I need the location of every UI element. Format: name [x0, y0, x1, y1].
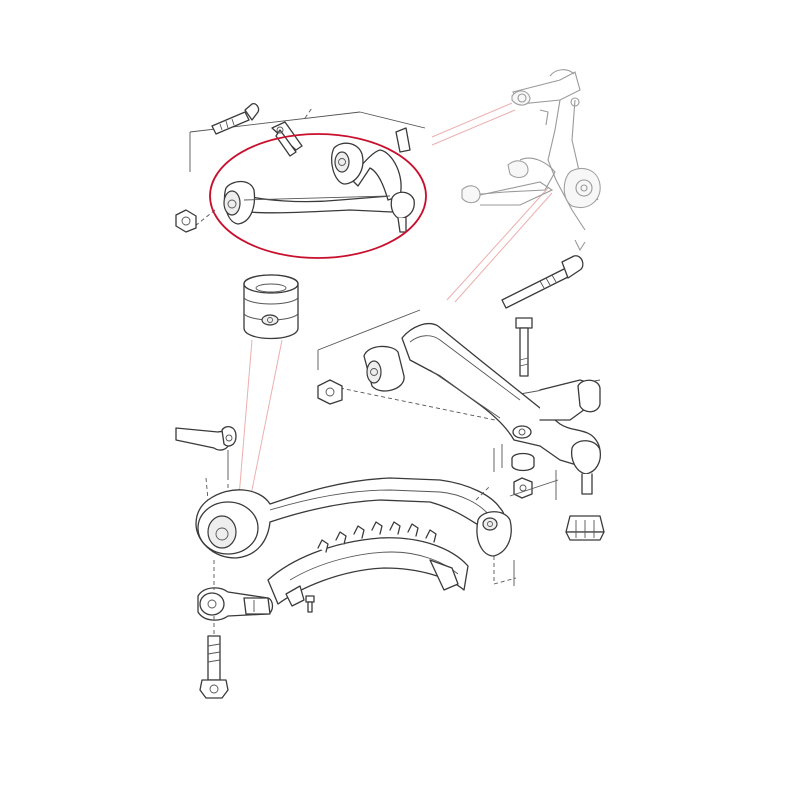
shield-screw: [305, 595, 315, 613]
highlight-ellipse: [209, 133, 427, 259]
loose-bushing: [243, 274, 299, 340]
leader-upper-arm-b: [431, 109, 516, 146]
lower-arm-bolt: [501, 255, 584, 309]
lower-control-arm: [401, 323, 602, 495]
vertical-bolt: [515, 317, 533, 377]
suspension-overview-ghost: [461, 69, 601, 252]
heat-shield: [267, 521, 469, 613]
upper-arm-group: [175, 102, 427, 259]
lower-arm-group: [317, 309, 605, 586]
lower-arm-nut: [317, 379, 343, 405]
eccentric-washer: [197, 560, 274, 621]
upper-arm-nut: [175, 209, 197, 233]
front-lower-arm: [195, 477, 512, 559]
castle-nut: [565, 515, 605, 541]
leader-upper-arm-a: [431, 102, 513, 138]
upper-control-arm: [223, 142, 415, 233]
eccentric-bolt: [199, 616, 229, 699]
lower-arm-bushing: [363, 345, 405, 392]
leader-lower-arm-b: [454, 192, 553, 303]
leader-lower-arm-a: [446, 187, 549, 301]
upper-arm-clip: [395, 127, 411, 153]
heat-shield-teeth: [317, 521, 437, 553]
leader-lines: [234, 102, 553, 551]
upper-arm-bolt: [211, 102, 260, 135]
front-lower-arm-group: [175, 425, 517, 585]
